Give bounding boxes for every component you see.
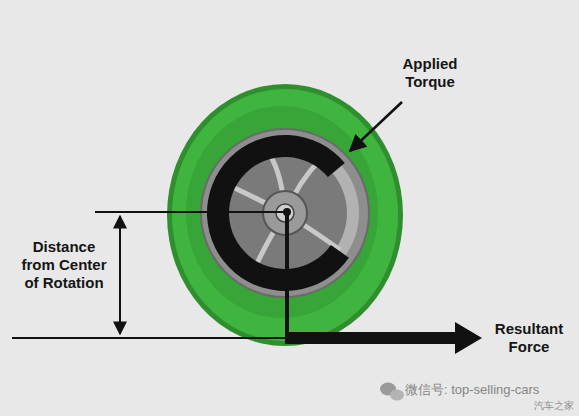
force-label: Resultant Force <box>486 320 572 356</box>
force-arrow <box>285 322 482 354</box>
tire-tread <box>172 89 398 341</box>
icon-bubble <box>390 390 404 401</box>
radius-line <box>285 212 289 338</box>
watermark-logo: 汽车之家 <box>534 400 576 412</box>
dimension-label: Distance from Center of Rotation <box>14 238 114 292</box>
center-line <box>95 211 286 213</box>
callout-label: Applied Torque <box>390 55 470 91</box>
wechat-icon <box>380 383 404 401</box>
center-dot <box>283 208 291 216</box>
dimension-line <box>119 216 121 334</box>
tire-outer <box>167 84 403 346</box>
torque-leader <box>350 102 402 151</box>
ground-line <box>12 337 287 339</box>
watermark: 微信号: top-selling-cars <box>405 382 575 398</box>
